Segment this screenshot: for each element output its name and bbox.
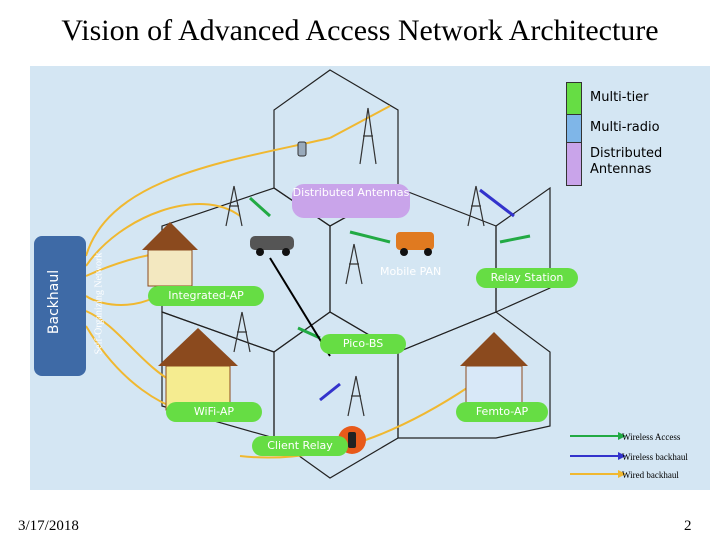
tower-icon — [467, 185, 485, 227]
link-legend-wireless-backhaul: Wireless backhaul — [622, 452, 688, 462]
vehicle-icons — [250, 232, 434, 256]
legend-swatch-multi-radio — [566, 114, 582, 144]
tower-icon — [345, 243, 363, 285]
slide-title: Vision of Advanced Access Network Archit… — [61, 14, 659, 47]
link-legend-wired-backhaul: Wired backhaul — [622, 470, 679, 480]
bubble-integrated-ap: Integrated-AP — [148, 286, 264, 306]
bubble-client-relay: Client Relay — [252, 436, 348, 456]
bubble-pico-bs: Pico-BS — [320, 334, 406, 354]
tower-icon — [233, 311, 251, 353]
tower-icons — [225, 107, 485, 417]
tower-icon — [359, 107, 377, 165]
diagram-panel — [30, 66, 710, 490]
tower-icon — [225, 185, 243, 227]
legend-label-multi-radio: Multi-radio — [590, 120, 660, 135]
legend-label-multi-tier: Multi-tier — [590, 90, 649, 105]
link-legend-wireless-access: Wireless Access — [622, 432, 681, 442]
bubble-distributed-antennas: Distributed Antennas — [292, 184, 410, 218]
label-mobile-pan: Mobile PAN — [380, 265, 442, 278]
link-legend-arrows — [570, 432, 626, 478]
wireless-backhaul-links — [319, 188, 515, 402]
page-number: 2 — [684, 518, 692, 534]
backhaul-text: Backhaul Self-Organizing Network — [34, 236, 105, 376]
bubble-femto-ap: Femto-AP — [456, 402, 548, 422]
legend-swatch-multi-tier — [566, 82, 582, 116]
backhaul-box — [34, 236, 86, 376]
hex-cell-bottom-right — [397, 311, 551, 439]
backhaul-title: Backhaul — [46, 269, 62, 335]
legend-swatch-distributed-antennas — [566, 142, 582, 186]
bubble-wifi-ap: WiFi-AP — [166, 402, 262, 422]
house-icons — [142, 222, 528, 411]
tower-icon — [347, 375, 365, 417]
footer-date: 3/17/2018 — [18, 518, 79, 534]
legend-label-distributed-antennas: Distributed Antennas — [590, 146, 663, 177]
bubble-relay-station: Relay Station — [476, 268, 578, 288]
backhaul-subtitle: Self-Organizing Network — [93, 252, 105, 355]
wired-backhaul-lines — [85, 105, 471, 459]
